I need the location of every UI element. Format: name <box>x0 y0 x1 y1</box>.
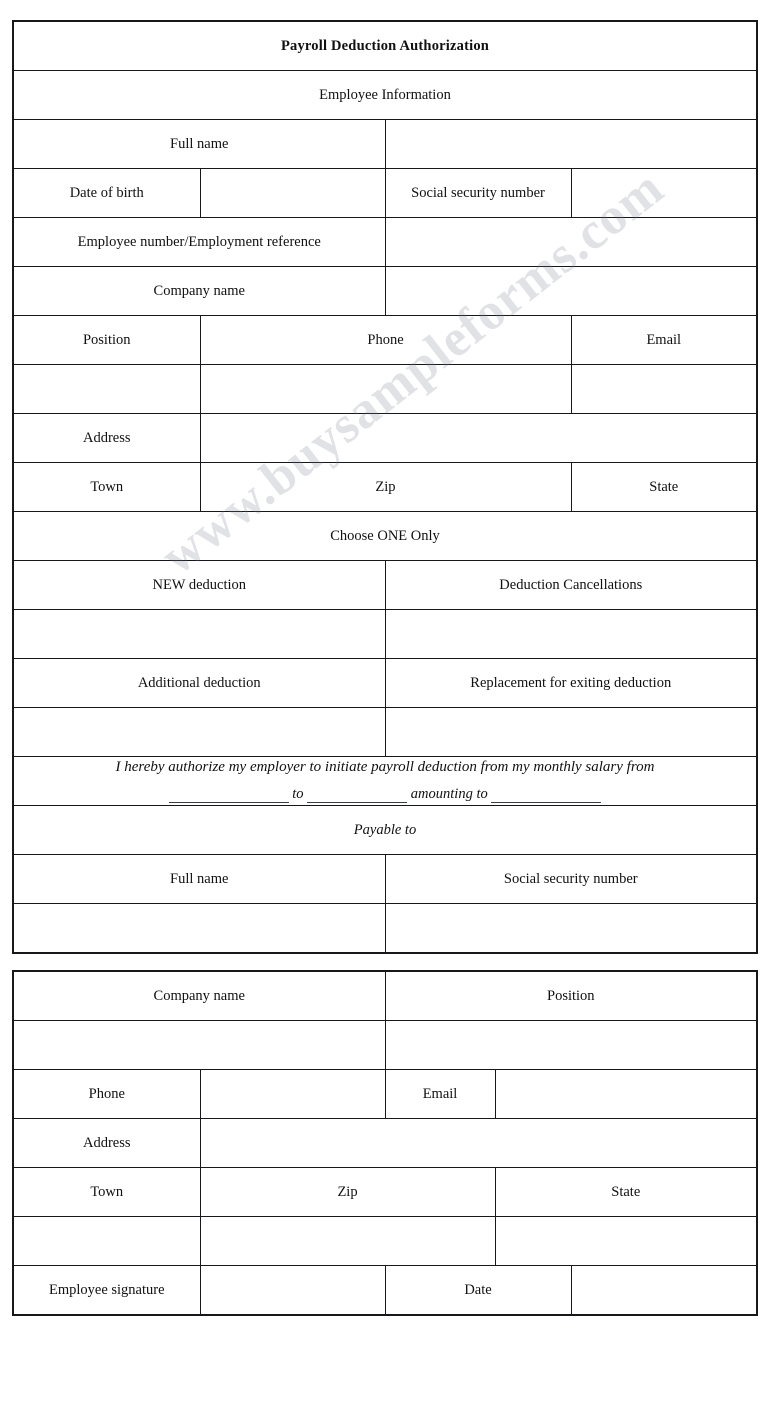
table-row: Employee signature Date <box>12 1265 758 1316</box>
table-row: Payroll Deduction Authorization <box>12 20 758 71</box>
input-amount[interactable] <box>491 788 602 803</box>
payable-to-heading: Payable to <box>12 805 758 855</box>
table-row <box>12 364 758 414</box>
table-row: Company name Position <box>12 970 758 1021</box>
label-email: Email <box>570 315 758 365</box>
input-employer-town[interactable] <box>12 1216 201 1266</box>
input-social-security-number[interactable] <box>570 168 758 218</box>
table-row <box>12 609 758 659</box>
label-employee-number: Employee number/Employment reference <box>12 217 386 267</box>
label-replacement-deduction: Replacement for exiting deduction <box>384 658 758 708</box>
input-employer-state[interactable] <box>494 1216 758 1266</box>
employer-information-table: Company name Position Phone Email Addres… <box>12 970 759 1316</box>
checkbox-additional-deduction[interactable] <box>12 707 386 757</box>
label-state: State <box>570 462 758 512</box>
label-deduction-cancellations: Deduction Cancellations <box>384 560 758 610</box>
input-employer-phone[interactable] <box>199 1069 386 1119</box>
label-phone: Phone <box>199 315 572 365</box>
label-employer-address: Address <box>12 1118 201 1168</box>
table-gap <box>12 954 756 970</box>
employee-information-table: Payroll Deduction Authorization Employee… <box>12 20 759 954</box>
label-employee-signature: Employee signature <box>12 1265 201 1316</box>
label-address: Address <box>12 413 201 463</box>
table-row: Choose ONE Only <box>12 511 758 561</box>
checkbox-deduction-cancellations[interactable] <box>384 609 758 659</box>
label-employer-state: State <box>494 1167 758 1217</box>
label-employer-phone: Phone <box>12 1069 201 1119</box>
table-row: Payable to <box>12 805 758 855</box>
connector-to: to <box>292 786 304 802</box>
table-row: Employee Information <box>12 70 758 120</box>
input-employer-position[interactable] <box>384 1020 758 1070</box>
table-row: Phone Email <box>12 1069 758 1119</box>
input-employer-address[interactable] <box>199 1118 758 1168</box>
label-additional-deduction: Additional deduction <box>12 658 386 708</box>
input-payable-full-name[interactable] <box>12 903 386 954</box>
table-row: Town Zip State <box>12 462 758 512</box>
input-employee-number[interactable] <box>384 217 758 267</box>
label-zip: Zip <box>199 462 572 512</box>
label-social-security-number: Social security number <box>384 168 572 218</box>
table-row: Employee number/Employment reference <box>12 217 758 267</box>
label-employer-position: Position <box>384 970 758 1021</box>
label-employer-company-name: Company name <box>12 970 386 1021</box>
table-row: Address <box>12 413 758 463</box>
input-phone[interactable] <box>199 364 572 414</box>
table-row: I hereby authorize my employer to initia… <box>12 756 758 806</box>
input-period-to[interactable] <box>307 788 408 803</box>
checkbox-new-deduction[interactable] <box>12 609 386 659</box>
label-employer-email: Email <box>384 1069 496 1119</box>
input-employer-zip[interactable] <box>199 1216 496 1266</box>
input-address[interactable] <box>199 413 758 463</box>
table-row: Company name <box>12 266 758 316</box>
input-period-from[interactable] <box>168 788 289 803</box>
authorization-statement-cell: I hereby authorize my employer to initia… <box>12 756 758 806</box>
choose-one-only-heading: Choose ONE Only <box>12 511 758 561</box>
table-row: Address <box>12 1118 758 1168</box>
table-row: Town Zip State <box>12 1167 758 1217</box>
input-position[interactable] <box>12 364 201 414</box>
table-row: Full name Social security number <box>12 854 758 904</box>
checkbox-replacement-deduction[interactable] <box>384 707 758 757</box>
table-row <box>12 1216 758 1266</box>
input-date-of-birth[interactable] <box>199 168 386 218</box>
input-payable-social-security-number[interactable] <box>384 903 758 954</box>
table-row <box>12 1020 758 1070</box>
label-signature-date: Date <box>384 1265 572 1316</box>
authorization-date-range: to amounting to <box>22 786 748 803</box>
label-full-name: Full name <box>12 119 386 169</box>
label-position: Position <box>12 315 201 365</box>
table-row: Full name <box>12 119 758 169</box>
label-date-of-birth: Date of birth <box>12 168 201 218</box>
table-row: NEW deduction Deduction Cancellations <box>12 560 758 610</box>
label-new-deduction: NEW deduction <box>12 560 386 610</box>
label-payable-full-name: Full name <box>12 854 386 904</box>
connector-amounting-to: amounting to <box>410 786 488 802</box>
input-email[interactable] <box>570 364 758 414</box>
table-row: Date of birth Social security number <box>12 168 758 218</box>
input-employee-signature[interactable] <box>199 1265 386 1316</box>
input-company-name[interactable] <box>384 266 758 316</box>
label-town: Town <box>12 462 201 512</box>
table-row <box>12 903 758 954</box>
table-row: Position Phone Email <box>12 315 758 365</box>
label-company-name: Company name <box>12 266 386 316</box>
label-payable-social-security-number: Social security number <box>384 854 758 904</box>
table-row <box>12 707 758 757</box>
form-title: Payroll Deduction Authorization <box>12 20 758 71</box>
label-employer-town: Town <box>12 1167 201 1217</box>
authorization-statement-text: I hereby authorize my employer to initia… <box>115 759 655 775</box>
input-employer-email[interactable] <box>494 1069 758 1119</box>
employee-information-heading: Employee Information <box>12 70 758 120</box>
input-full-name[interactable] <box>384 119 758 169</box>
input-signature-date[interactable] <box>570 1265 758 1316</box>
table-row: Additional deduction Replacement for exi… <box>12 658 758 708</box>
label-employer-zip: Zip <box>199 1167 496 1217</box>
input-employer-company-name[interactable] <box>12 1020 386 1070</box>
